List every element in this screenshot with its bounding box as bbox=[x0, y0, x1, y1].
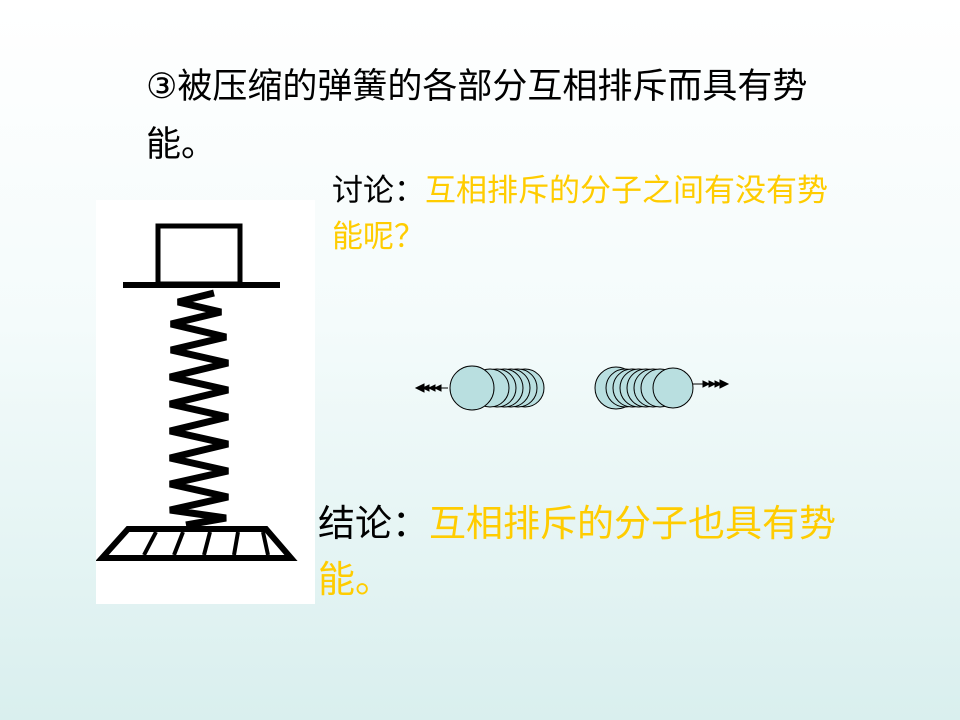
discussion-label: 讨论： bbox=[332, 173, 425, 209]
conclusion-label: 结论： bbox=[318, 502, 429, 545]
repelling-molecules-icon bbox=[414, 365, 730, 411]
conclusion-block: 结论：互相排斥的分子也具有势能。 bbox=[318, 496, 878, 608]
compressed-spring-icon bbox=[96, 223, 298, 561]
statement-text: ③被压缩的弹簧的各部分互相排斥而具有势能。 bbox=[146, 67, 808, 165]
conclusion-text: 互相排斥的分子也具有势能。 bbox=[318, 502, 836, 601]
discussion-question: 互相排斥的分子之间有没有势能呢？ bbox=[332, 173, 828, 255]
discussion-block: 讨论：互相排斥的分子之间有没有势能呢？ bbox=[332, 168, 832, 260]
spring-figure bbox=[96, 200, 315, 604]
